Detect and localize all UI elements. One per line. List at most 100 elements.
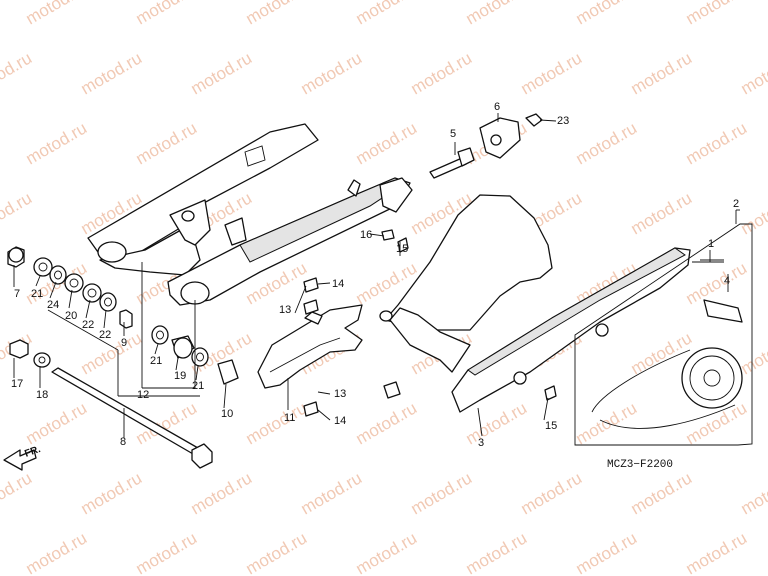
watermark-text: motod.ru (573, 398, 641, 448)
watermark-text: motod.ru (23, 398, 91, 448)
watermark-text: motod.ru (78, 468, 146, 518)
watermark-text: motod.ru (133, 528, 201, 576)
watermark-text: motod.ru (738, 328, 768, 378)
leader-line (317, 282, 331, 285)
watermark-text: motod.ru (243, 0, 311, 28)
chain-case-part (451, 247, 691, 413)
leader-line (543, 397, 549, 421)
callout-9: 9 (121, 337, 127, 349)
right-bearing-stack (151, 325, 239, 385)
leader-line (195, 365, 199, 381)
callout-1: 1 (708, 238, 714, 250)
leader-line (317, 409, 331, 421)
pivot-shaft-part (51, 367, 213, 469)
watermark-text: motod.ru (738, 188, 768, 238)
leader-line (317, 391, 331, 395)
watermark-text: motod.ru (78, 328, 146, 378)
callout-14: 14 (334, 415, 346, 427)
watermark-text: motod.ru (78, 48, 146, 98)
watermark-text: motod.ru (298, 48, 366, 98)
watermark-text: motod.ru (683, 0, 751, 28)
callout-16: 16 (360, 229, 372, 241)
watermark-text: motod.ru (353, 118, 421, 168)
front-label: FR. (23, 444, 42, 460)
callout-21: 21 (150, 355, 162, 367)
callout-4: 4 (724, 275, 730, 287)
rear-fender-part (379, 194, 553, 373)
watermark-text: motod.ru (463, 528, 531, 576)
callout-21: 21 (192, 380, 204, 392)
leader-line (223, 383, 227, 409)
callout-14: 14 (332, 278, 344, 290)
chain-slider-part (257, 304, 363, 389)
watermark-text: motod.ru (23, 118, 91, 168)
watermark-text: motod.ru (188, 48, 256, 98)
watermark-text: motod.ru (463, 398, 531, 448)
callout-3: 3 (478, 437, 484, 449)
watermark-text: motod.ru (628, 468, 696, 518)
watermark-text: motod.ru (738, 48, 768, 98)
callout-20: 20 (65, 310, 77, 322)
watermark-text: motod.ru (23, 0, 91, 28)
watermark-text: motod.ru (353, 528, 421, 576)
callout-6: 6 (494, 101, 500, 113)
callout-15: 15 (396, 243, 408, 255)
callout-24: 24 (47, 299, 59, 311)
watermark-text: motod.ru (518, 468, 586, 518)
leader-line (103, 309, 107, 329)
front-direction-arrow (3, 449, 37, 471)
callout-8: 8 (120, 436, 126, 448)
watermark-text: motod.ru (683, 118, 751, 168)
watermark-text: motod.ru (408, 48, 476, 98)
watermark-text: motod.ru (23, 528, 91, 576)
watermark-text: motod.ru (518, 48, 586, 98)
leader-line (68, 289, 73, 309)
callout-22: 22 (99, 329, 111, 341)
drive-chain-box (574, 223, 753, 446)
bolts-group (303, 113, 557, 417)
watermark-text: motod.ru (0, 48, 35, 98)
watermark-text: motod.ru (573, 0, 641, 28)
watermark-text: motod.ru (628, 188, 696, 238)
watermark-text: motod.ru (353, 0, 421, 28)
callout-21: 21 (31, 288, 43, 300)
leader-lines (13, 113, 740, 438)
callout-13: 13 (279, 304, 291, 316)
leader-line (175, 357, 179, 371)
watermark-text: motod.ru (133, 118, 201, 168)
leader-line (35, 275, 41, 287)
callout-10: 10 (221, 408, 233, 420)
callout-7: 7 (14, 288, 20, 300)
watermark-text: motod.ru (0, 468, 35, 518)
callout-13: 13 (334, 388, 346, 400)
callout-23: 23 (557, 115, 569, 127)
diagram-code: MCZ3−F2200 (607, 459, 673, 471)
callout-22: 22 (82, 319, 94, 331)
watermark-text: motod.ru (463, 0, 531, 28)
left-bearing-stack (7, 246, 133, 368)
watermark-text: motod.ru (683, 528, 751, 576)
callout-11: 11 (284, 412, 295, 424)
watermark-text: motod.ru (188, 468, 256, 518)
leader-line (154, 343, 159, 355)
callout-18: 18 (36, 389, 48, 401)
watermark-text: motod.ru (133, 0, 201, 28)
leader-line (47, 309, 119, 351)
callout-12: 12 (137, 389, 149, 401)
leader-line (477, 407, 483, 437)
leader-line (294, 285, 307, 314)
watermark-text: motod.ru (298, 468, 366, 518)
callout-15: 15 (545, 420, 557, 432)
watermark-text: motod.ru (243, 528, 311, 576)
leader-line (49, 281, 57, 299)
leader-line (539, 119, 557, 122)
leader-line (85, 299, 91, 319)
watermark-text: motod.ru (573, 528, 641, 576)
watermark-text: motod.ru (0, 188, 35, 238)
watermark-text: motod.ru (683, 258, 751, 308)
watermark-text: motod.ru (353, 398, 421, 448)
watermark-text: motod.ru (628, 48, 696, 98)
